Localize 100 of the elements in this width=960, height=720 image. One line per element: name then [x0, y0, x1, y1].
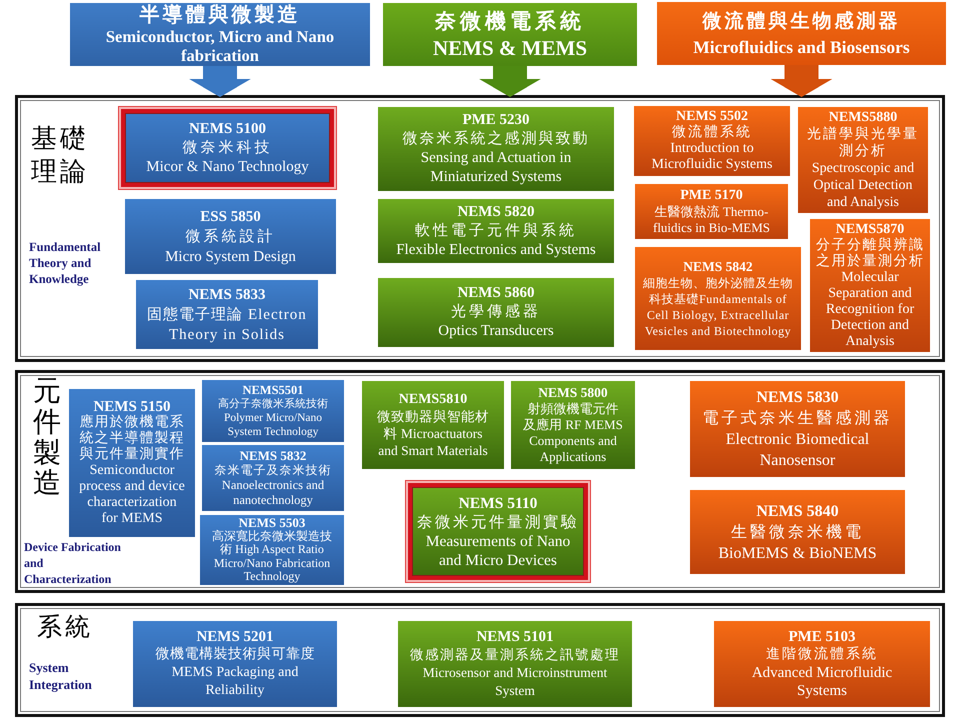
course-code: NEMS 5100 [188, 120, 266, 138]
category-header [70, 3, 370, 66]
course-code: NEMS 5503 [238, 516, 306, 530]
course-title: 細胞生物、胞外泌體及生物科技基礎Fundamentals of Cell Biology, Extracellular Vesicles and Biotechnology [642, 274, 794, 338]
course-box [125, 199, 336, 274]
course-title: MEMS Packaging and Reliability [170, 664, 300, 700]
course-title: 電子式奈米生醫感測器 [702, 408, 892, 429]
section-title: 基礎理論 [31, 123, 89, 188]
course-code: ESS 5850 [200, 208, 261, 226]
course-title: 微系統設計 [186, 228, 276, 246]
course-title: 光學傳感器 [451, 303, 541, 322]
course-title: 微致動器與智能材料 Microactuators and Smart Materials [376, 408, 490, 459]
course-code: PME 5230 [462, 111, 530, 130]
header-title: 半導體與微製造 [140, 4, 300, 27]
highlighted-course-box [405, 480, 591, 583]
course-title: Electronic Biomedical Nanosensor [724, 430, 870, 471]
course-title: Measurements of Nano and Micro Devices [424, 532, 572, 570]
highlighted-course-box [118, 106, 337, 190]
course-box [378, 199, 614, 263]
course-box [202, 380, 344, 442]
course-title: 奈微米元件量測實驗 [417, 512, 579, 532]
course-box [362, 381, 504, 469]
block-arrow [189, 66, 251, 97]
course-title: 奈米電子及奈米技術 [214, 463, 332, 478]
course-title: 生醫微熱流 Thermo-fluidics in Bio-MEMS [652, 204, 771, 236]
header-title: 微流體與生物感測器 [702, 10, 900, 34]
section-panel [15, 95, 945, 362]
course-title: Optics Transducers [438, 322, 554, 341]
header-title: 奈微機電系統 [435, 8, 585, 34]
course-box [136, 280, 318, 349]
course-box [378, 107, 614, 191]
course-code: NEMS 5832 [240, 448, 306, 463]
course-title: BioMEMS & BioNEMS [718, 544, 877, 564]
course-box [69, 389, 195, 537]
course-title: 微機電構裝技術與可靠度 [155, 646, 315, 664]
course-title: 軟性電子元件與系統 [415, 222, 577, 240]
course-code: NEMS5880 [828, 109, 898, 126]
course-code: NEMS 5150 [93, 399, 171, 415]
course-title: Polymer Micro/Nano System Technology [222, 411, 324, 439]
course-box [378, 278, 614, 347]
section-panel [15, 603, 945, 717]
course-title: 微感測器及量測系統之訊號處理 [410, 646, 620, 664]
course-code: NEMS 5110 [458, 494, 538, 512]
course-title: Molecular Separation and Recognition for Detection and Analysis [824, 270, 916, 350]
course-title: Micor & Nano Technology [146, 158, 309, 176]
course-code: NEMS 5201 [196, 628, 274, 646]
course-title: 微流體系統 [672, 125, 752, 141]
course-title: Introduction to Microfluidic Systems [650, 141, 774, 173]
header-subtitle: Semiconductor, Micro and Nano fabrication [104, 27, 336, 65]
course-title: 進階微流體系統 [766, 646, 878, 664]
course-code: NEMS 5833 [188, 286, 266, 304]
course-box [714, 621, 930, 707]
course-code: NEMS 5502 [676, 109, 748, 124]
course-code: NEMS 5860 [457, 284, 535, 303]
course-box [810, 219, 930, 352]
course-title: Advanced Microfluidic Systems [750, 664, 894, 700]
course-title: Nanoelectronics and nanotechnology [220, 478, 326, 508]
course-box [690, 490, 905, 574]
course-box [511, 381, 635, 469]
category-header [383, 3, 637, 66]
category-header [657, 2, 946, 65]
course-box [634, 106, 790, 176]
course-box [635, 247, 801, 350]
course-title: 高深寬比奈微米製造技術 High Aspect Ratio Micro/Nano Fabrication Technology [211, 530, 333, 584]
course-code: NEMS 5840 [756, 502, 839, 522]
course-title: 微奈米系統之感測與致動 [402, 130, 590, 149]
course-code: NEMS 5800 [538, 385, 608, 401]
header-subtitle: Microfluidics and Biosensors [693, 36, 910, 58]
section-title: 系統 [37, 613, 94, 643]
course-code: NEMS5501 [242, 383, 304, 397]
course-title: Sensing and Actuation in Miniaturized Systems [420, 149, 572, 187]
block-arrow [479, 66, 541, 97]
section-subtitle: System Integration [29, 659, 93, 693]
course-title: Spectroscopic and Optical Detection and Analysis [810, 160, 916, 211]
course-code: NEMS 5830 [756, 388, 839, 408]
course-code: NEMS5870 [836, 222, 904, 237]
course-box [200, 515, 344, 585]
section-panel [15, 370, 945, 593]
section-subtitle: Fundamental Theory and Knowledge [29, 239, 102, 287]
course-title: 射頻微機電元件及應用 RF MEMS Components and Applications [522, 401, 624, 465]
course-title: 生醫微奈米機電 [731, 522, 864, 542]
course-title: 固態電子理論 Electron Theory in Solids [146, 306, 308, 344]
course-code: NEMS5810 [398, 391, 468, 408]
course-code: PME 5170 [680, 188, 743, 204]
course-title: 微奈米科技 [182, 138, 272, 158]
section-subtitle: Device Fabrication and Characterization [24, 539, 122, 587]
course-code: NEMS 5820 [457, 202, 535, 222]
course-box [133, 621, 337, 707]
course-box [398, 621, 632, 707]
header-subtitle: NEMS & MEMS [433, 34, 587, 62]
course-code: NEMS 5842 [683, 258, 753, 274]
course-title: Microsensor and Microinstrument System [422, 664, 608, 700]
course-box [690, 381, 905, 477]
course-box [798, 107, 928, 213]
course-title: Micro System Design [165, 248, 296, 266]
course-title: Semiconductor process and device characterization for MEMS [78, 463, 186, 527]
course-box [635, 184, 788, 239]
course-box [202, 445, 344, 511]
course-title: Flexible Electronics and Systems [396, 240, 596, 260]
course-title: 光譜學與光學量測分析 [806, 126, 920, 160]
